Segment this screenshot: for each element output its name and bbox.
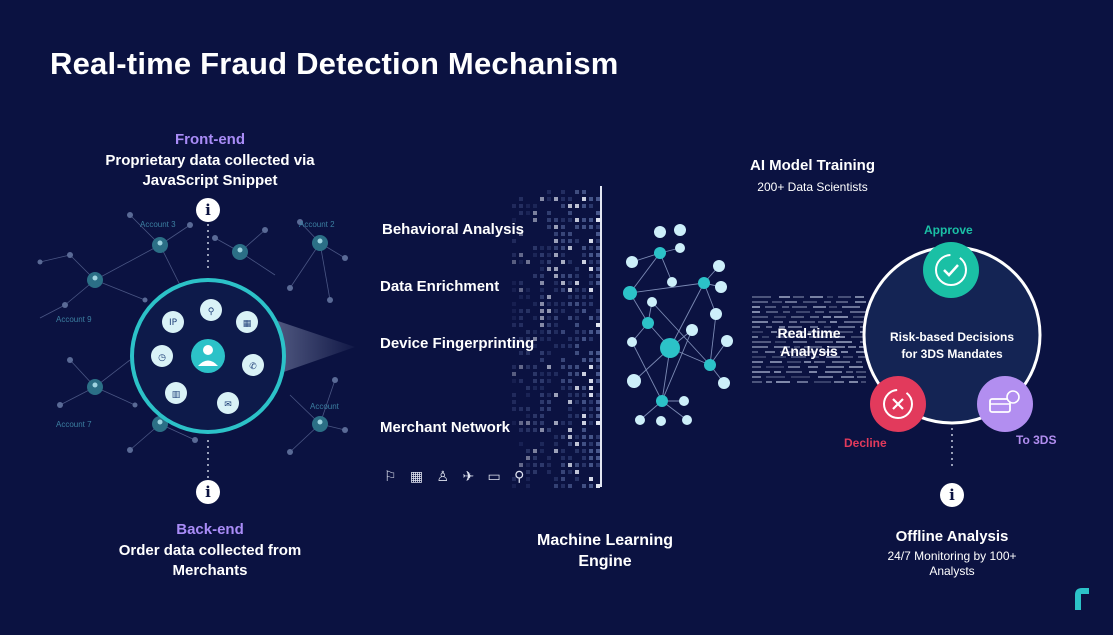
ml-engine-line1: Machine Learning bbox=[536, 532, 674, 549]
account-label: Account 9 bbox=[56, 315, 92, 324]
decisions-label: Risk-based Decisions for 3DS Mandates bbox=[872, 330, 1032, 361]
front-end-line2: JavaScript Snippet bbox=[142, 172, 278, 189]
front-end-line1: Proprietary data collected via bbox=[105, 152, 315, 169]
front-end-heading: Front-end bbox=[175, 131, 245, 148]
svg-text:IP: IP bbox=[169, 318, 178, 328]
svg-text:⚲: ⚲ bbox=[208, 307, 215, 317]
account-label: Account bbox=[310, 402, 339, 411]
account-label: Account 2 bbox=[299, 220, 335, 229]
svg-text:◷: ◷ bbox=[158, 353, 166, 363]
ai-training-sub: 200+ Data Scientists bbox=[757, 180, 868, 194]
offline-block: Offline Analysis 24/7 Monitoring by 100+… bbox=[862, 528, 1042, 578]
pixel-matrix bbox=[512, 190, 600, 488]
brand-logo bbox=[1075, 588, 1089, 610]
back-end-heading: Back-end bbox=[176, 521, 244, 538]
approve-label: Approve bbox=[924, 223, 973, 237]
hub-icons bbox=[151, 299, 264, 414]
network-nodes bbox=[37, 212, 348, 455]
svg-text:✆: ✆ bbox=[249, 362, 257, 372]
data-beam bbox=[275, 320, 355, 375]
step-data-enrichment: Data Enrichment bbox=[380, 278, 500, 295]
realtime-line2: Analysis bbox=[780, 343, 838, 359]
offline-heading: Offline Analysis bbox=[895, 528, 1009, 545]
front-end-block: Front-end Proprietary data collected via… bbox=[70, 131, 350, 189]
step-behavioral-analysis: Behavioral Analysis bbox=[382, 221, 525, 238]
plane-icon: ✈ bbox=[462, 469, 475, 485]
info-icon-back: i bbox=[196, 480, 220, 504]
ai-training-heading: AI Model Training bbox=[749, 157, 875, 174]
ai-training-block: AI Model Training 200+ Data Scientists bbox=[730, 157, 895, 194]
back-end-block: Back-end Order data collected from Merch… bbox=[70, 521, 350, 579]
realtime-line1: Real-time bbox=[777, 325, 841, 341]
step-device-fingerprinting: Device Fingerprinting bbox=[380, 335, 535, 352]
scooter-icon: ⚲ bbox=[514, 469, 525, 485]
decisions-line2: for 3DS Mandates bbox=[901, 347, 1003, 361]
back-end-line1: Order data collected from bbox=[118, 542, 302, 559]
offline-line1: 24/7 Monitoring by 100+ bbox=[887, 549, 1017, 563]
neural-nodes bbox=[623, 224, 733, 426]
store-icon: ▦ bbox=[409, 469, 424, 485]
realtime-label: Real-time Analysis bbox=[760, 325, 858, 359]
neural-edges bbox=[629, 247, 728, 421]
account-label: Account 3 bbox=[140, 220, 176, 229]
merchant-icons: ⚐ ▦ ♙ ✈ ▭ ⚲ bbox=[384, 469, 524, 485]
hub-icon-glyphs: IP ⚲ ▦ ◷ ✆ ▥ ✉ bbox=[158, 307, 257, 410]
svg-text:▦: ▦ bbox=[243, 319, 252, 329]
ticket-icon: ▭ bbox=[487, 469, 501, 485]
svg-text:▥: ▥ bbox=[172, 390, 181, 400]
decline-label: Decline bbox=[844, 436, 887, 450]
page-title: Real-time Fraud Detection Mechanism bbox=[50, 46, 619, 81]
approve-icon bbox=[923, 242, 979, 298]
back-end-line2: Merchants bbox=[172, 562, 248, 579]
account-label: Account 7 bbox=[56, 420, 92, 429]
decisions-line1: Risk-based Decisions bbox=[889, 330, 1015, 344]
user-icon bbox=[191, 339, 225, 373]
step-merchant-network: Merchant Network bbox=[380, 419, 511, 436]
to3ds-label: To 3DS bbox=[1016, 433, 1057, 447]
svg-text:✉: ✉ bbox=[224, 400, 232, 410]
offline-line2: Analysts bbox=[929, 564, 975, 578]
info-icon-offline: i bbox=[940, 483, 964, 507]
shirt-icon: ♙ bbox=[436, 469, 450, 485]
info-icon-front: i bbox=[196, 198, 220, 222]
shoe-icon: ⚐ bbox=[384, 469, 397, 485]
ml-engine-label: Machine Learning Engine bbox=[515, 532, 695, 571]
ml-engine-line2: Engine bbox=[578, 553, 632, 570]
